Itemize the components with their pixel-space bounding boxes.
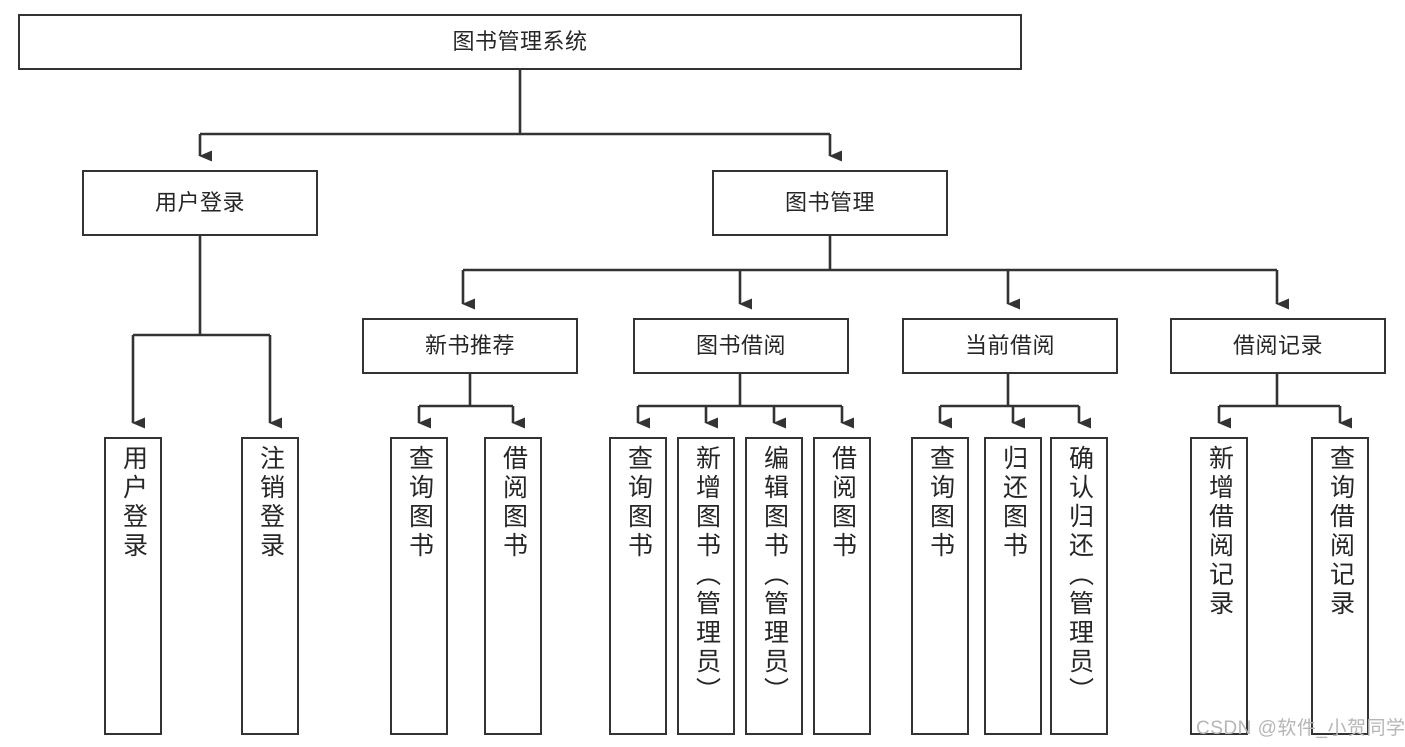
leaf-borrow-book[interactable]: 借阅图书 [813, 437, 871, 735]
leaf-query-borrow-record-label: 查询借阅记录 [1326, 445, 1355, 619]
leaf-query-book-current-label: 查询图书 [926, 445, 955, 561]
node-root[interactable]: 图书管理系统 [18, 14, 1022, 70]
leaf-logout-login[interactable]: 注销登录 [241, 437, 299, 735]
connector-lines [131, 70, 1352, 429]
node-book-borrow-label: 图书借阅 [695, 333, 786, 359]
leaf-query-book-current[interactable]: 查询图书 [911, 437, 969, 735]
node-book-borrow[interactable]: 图书借阅 [633, 318, 849, 374]
node-book-manage-label: 图书管理 [784, 190, 875, 216]
leaf-query-book-borrow-label: 查询图书 [624, 445, 653, 561]
node-borrow-record[interactable]: 借阅记录 [1170, 318, 1386, 374]
leaf-borrow-book-label: 借阅图书 [828, 445, 857, 561]
leaf-edit-book-admin[interactable]: 编辑图书（管理员） [745, 437, 803, 735]
leaf-confirm-return-admin-label: 确认归还（管理员） [1065, 445, 1094, 706]
leaf-add-borrow-record-label: 新增借阅记录 [1205, 445, 1234, 619]
leaf-query-book-borrow[interactable]: 查询图书 [609, 437, 667, 735]
leaf-query-borrow-record[interactable]: 查询借阅记录 [1311, 437, 1369, 735]
node-borrow-record-label: 借阅记录 [1232, 333, 1323, 359]
leaf-return-book-label: 归还图书 [999, 445, 1028, 561]
leaf-user-login-label: 用户登录 [119, 445, 148, 561]
leaf-confirm-return-admin[interactable]: 确认归还（管理员） [1050, 437, 1108, 735]
leaf-borrow-book-recommendation-label: 借阅图书 [499, 445, 528, 561]
node-user-login-label: 用户登录 [154, 190, 245, 216]
node-root-label: 图书管理系统 [452, 29, 588, 55]
node-new-book-recommendation-label: 新书推荐 [424, 333, 515, 359]
leaf-add-book-admin[interactable]: 新增图书（管理员） [677, 437, 735, 735]
leaf-return-book[interactable]: 归还图书 [984, 437, 1042, 735]
node-current-borrow[interactable]: 当前借阅 [902, 318, 1118, 374]
leaf-user-login[interactable]: 用户登录 [104, 437, 162, 735]
leaf-add-borrow-record[interactable]: 新增借阅记录 [1190, 437, 1248, 735]
leaf-edit-book-admin-label: 编辑图书（管理员） [760, 445, 789, 706]
leaf-logout-login-label: 注销登录 [256, 445, 285, 561]
leaf-query-book-recommendation-label: 查询图书 [405, 445, 434, 561]
leaf-borrow-book-recommendation[interactable]: 借阅图书 [484, 437, 542, 735]
node-new-book-recommendation[interactable]: 新书推荐 [362, 318, 578, 374]
node-current-borrow-label: 当前借阅 [964, 333, 1055, 359]
leaf-add-book-admin-label: 新增图书（管理员） [692, 445, 721, 706]
node-book-manage[interactable]: 图书管理 [712, 170, 948, 236]
leaf-query-book-recommendation[interactable]: 查询图书 [390, 437, 448, 735]
node-user-login[interactable]: 用户登录 [82, 170, 318, 236]
